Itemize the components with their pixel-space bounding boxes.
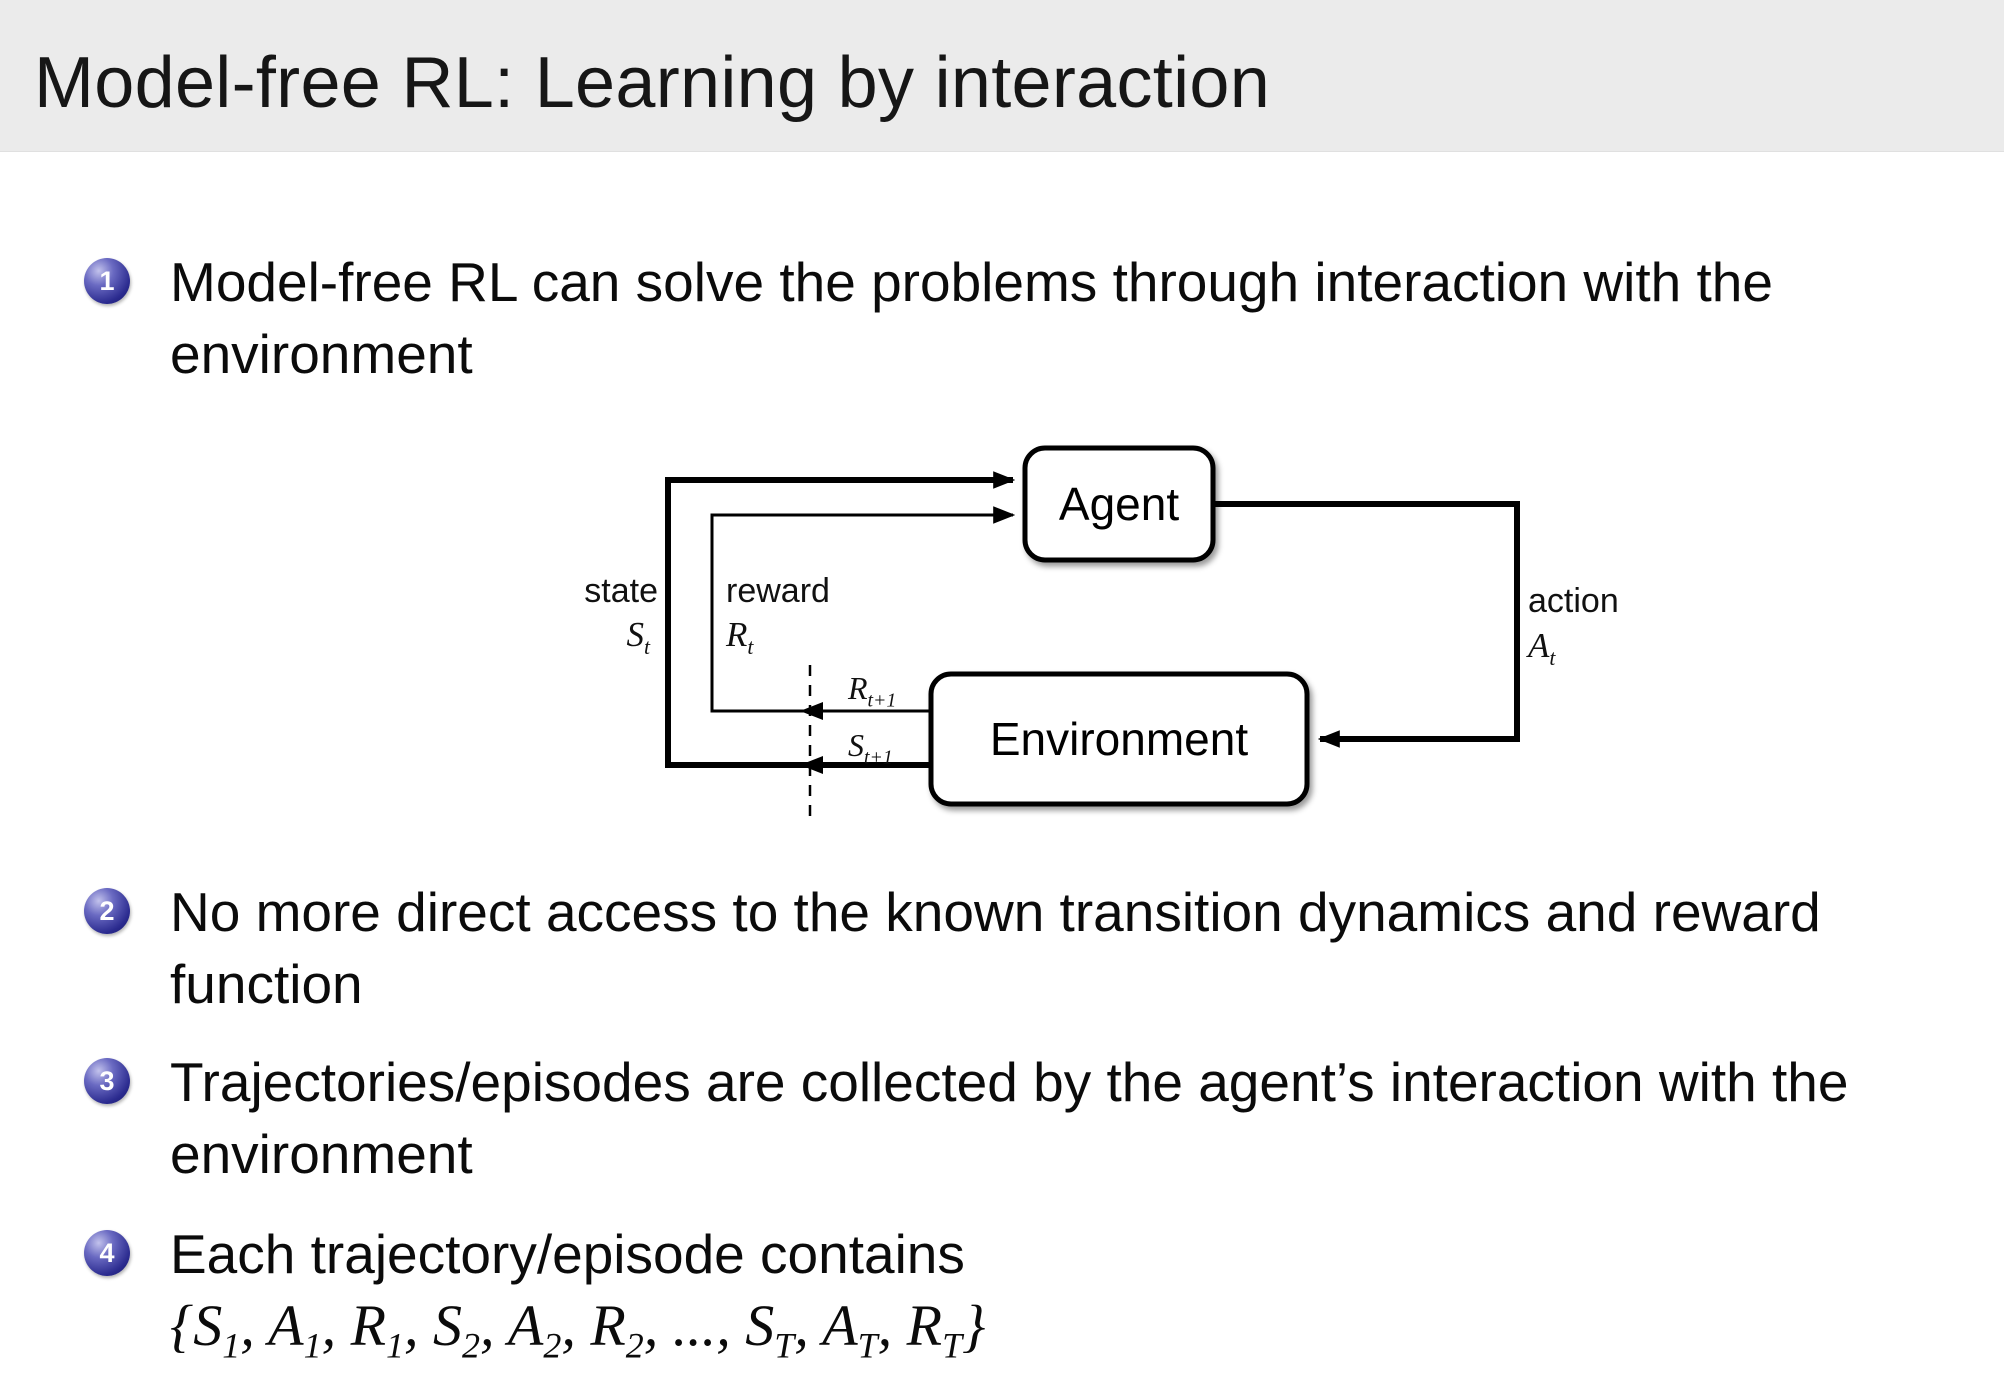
next-reward-symbol: Rt+1 [848, 670, 897, 712]
bullet-item-2: 2 No more direct access to the known tra… [84, 876, 1980, 1020]
environment-box [928, 671, 1310, 807]
bullet-badge-1: 1 [84, 258, 130, 304]
bullet-text-4-line: Each trajectory/episode contains [170, 1223, 965, 1285]
rl-loop-diagram: Agent Environment state St reward Rt act… [560, 430, 1620, 860]
action-arrow [1213, 501, 1520, 748]
page-title: Model-free RL: Learning by interaction [34, 42, 1271, 123]
bullet-text-3: Trajectories/episodes are collected by t… [170, 1051, 1849, 1185]
bullet-badge-2: 2 [84, 888, 130, 934]
next-state-arrowhead [800, 756, 823, 774]
bullet-item-1: 1 Model-free RL can solve the problems t… [84, 246, 1980, 390]
action-symbol: At [1528, 626, 1556, 670]
bullet-item-4: 4 Each trajectory/episode contains {S1, … [84, 1218, 1980, 1366]
action-label: action [1528, 582, 1619, 620]
reward-label: reward [726, 572, 830, 610]
reward-symbol: Rt [726, 615, 754, 659]
rl-loop-svg [665, 445, 1520, 825]
bullet-badge-4: 4 [84, 1230, 130, 1276]
bullet-text-4: Each trajectory/episode contains {S1, A1… [170, 1218, 1980, 1366]
trajectory-sequence: {S1, A1, R1, S2, A2, R2, ..., ST, AT, RT… [170, 1293, 986, 1366]
bullet-text-2: No more direct access to the known trans… [170, 881, 1821, 1015]
title-bar: Model-free RL: Learning by interaction [0, 0, 2004, 152]
state-symbol: St [626, 615, 650, 659]
next-reward-arrowhead [800, 702, 823, 720]
state-label: state [584, 572, 658, 610]
state-arrow [665, 471, 1016, 768]
bullet-badge-3: 3 [84, 1058, 130, 1104]
bullet-item-3: 3 Trajectories/episodes are collected by… [84, 1046, 1980, 1190]
agent-box [1022, 445, 1216, 563]
bullet-text-1: Model-free RL can solve the problems thr… [170, 251, 1773, 385]
next-state-symbol: St+1 [848, 727, 893, 769]
